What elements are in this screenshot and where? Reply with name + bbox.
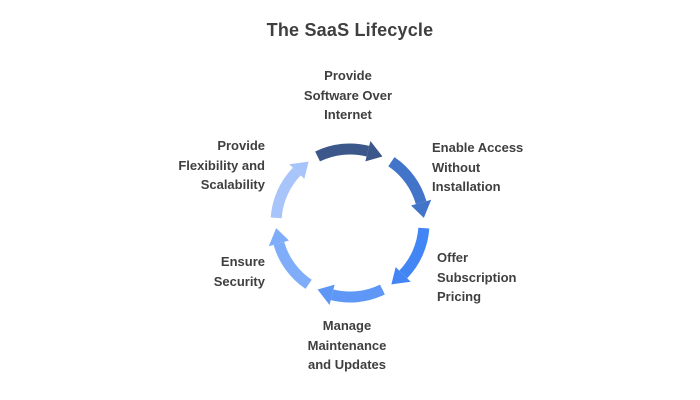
step-label-provide-software-over-internet: Provide Software Over Internet: [303, 68, 393, 122]
step-label-manage-maintenance-and-updates: Manage Maintenance and Updates: [307, 318, 387, 372]
step-label-offer-subscription-pricing: Offer Subscription Pricing: [437, 250, 517, 304]
cycle-arrowhead-manage-maintenance-and-updates: [317, 284, 335, 305]
cycle-arrowhead-provide-software-over-internet: [365, 141, 383, 162]
cycle-arrow-manage-maintenance-and-updates: [330, 284, 385, 303]
cycle-arrowhead-provide-flexibility-and-scalability: [289, 161, 309, 179]
cycle-arrow-ensure-security: [273, 241, 312, 289]
step-label-provide-flexibility-and-scalability: Provide Flexibility and Scalability: [178, 138, 265, 192]
step-label-enable-access-without-installation: Enable Access Without Installation: [432, 140, 524, 194]
cycle-arrow-enable-access-without-installation: [388, 157, 427, 205]
cycle-arrow-offer-subscription-pricing: [399, 227, 430, 279]
cycle-arrowhead-ensure-security: [268, 228, 289, 247]
diagram-title: The SaaS Lifecycle: [266, 20, 434, 40]
step-label-ensure-security: Ensure Security: [213, 254, 265, 289]
cycle-arrow-provide-software-over-internet: [315, 143, 370, 162]
cycle-arrowhead-enable-access-without-installation: [411, 199, 432, 218]
cycle-arrowhead-offer-subscription-pricing: [391, 267, 411, 285]
cycle-arrow-provide-flexibility-and-scalability: [270, 167, 301, 219]
